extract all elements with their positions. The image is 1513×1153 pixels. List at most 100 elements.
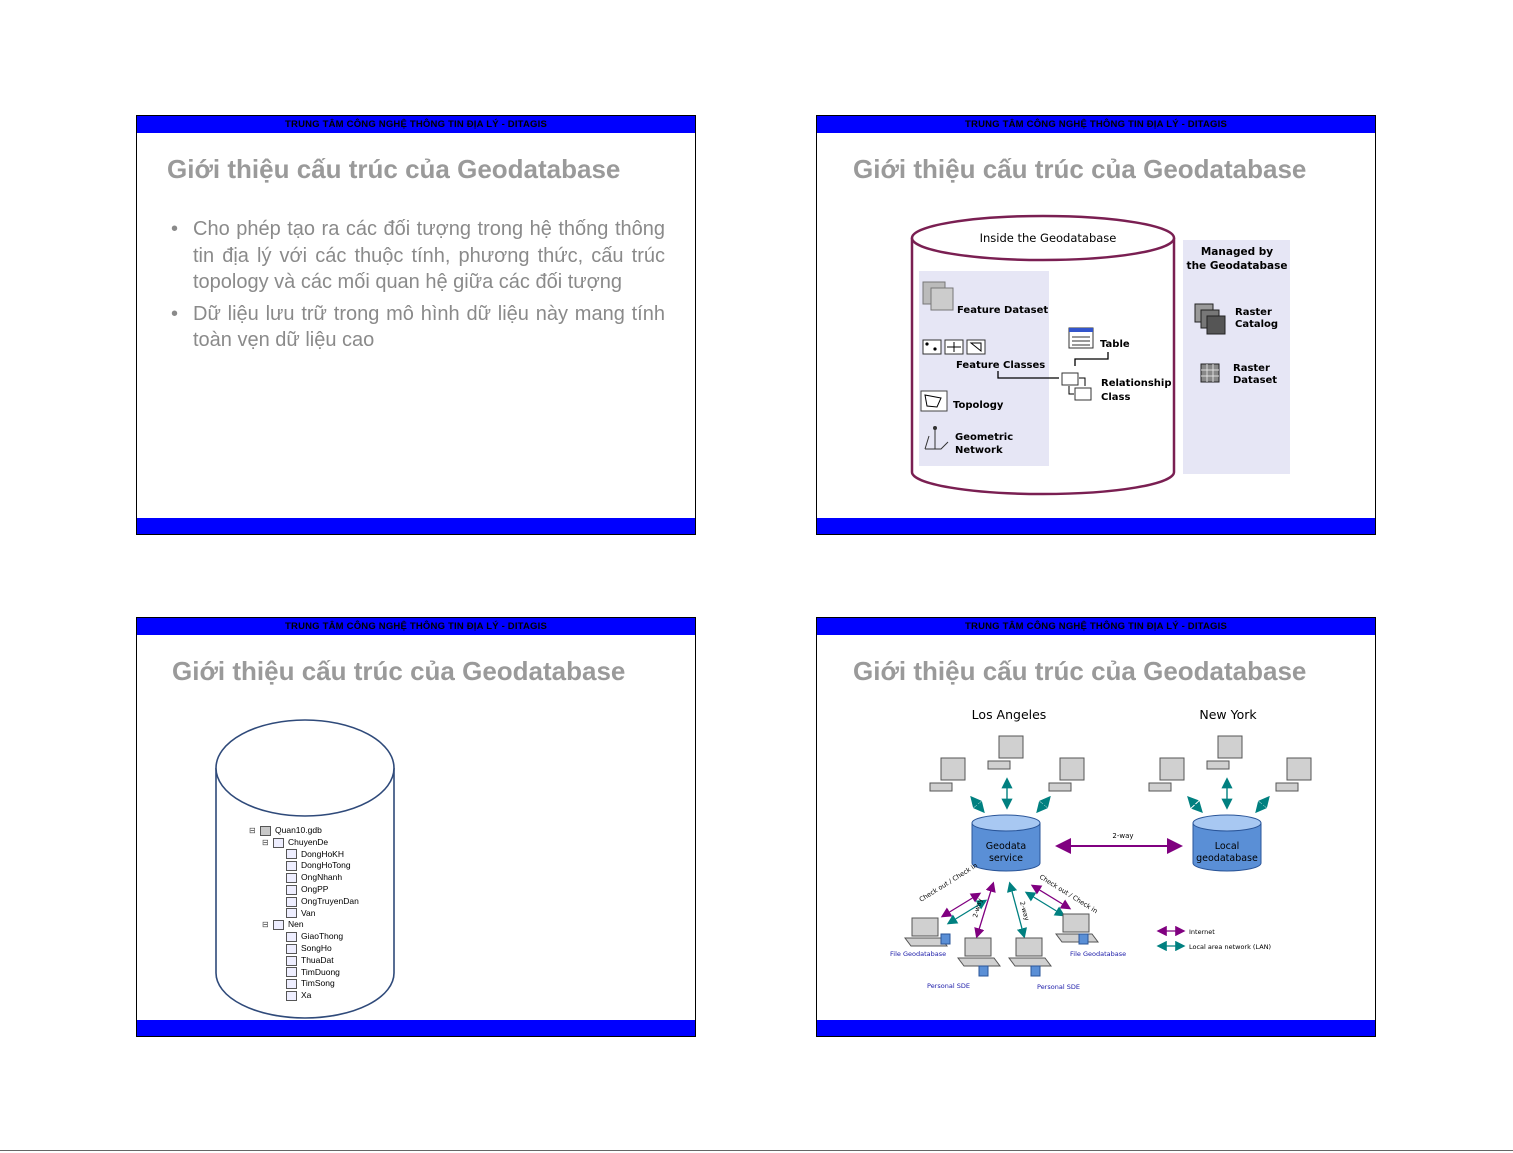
geodatabase-icon bbox=[260, 825, 271, 836]
slide-title: Giới thiệu cấu trúc của Geodatabase bbox=[167, 154, 621, 184]
inside-geodatabase-label: Inside the Geodatabase bbox=[980, 231, 1117, 245]
city-right-label: New York bbox=[1199, 707, 1257, 722]
slide-title: Giới thiệu cấu trúc của Geodatabase bbox=[853, 656, 1307, 686]
feature-class-icon bbox=[286, 896, 297, 907]
slide-1: TRUNG TÂM CÔNG NGHỆ THÔNG TIN ĐỊA LÝ - D… bbox=[136, 115, 696, 535]
bullet-dot-icon: • bbox=[171, 302, 179, 325]
tree-node[interactable]: GiaoThong bbox=[249, 931, 359, 943]
tree-node[interactable]: DongHoTong bbox=[249, 860, 359, 872]
bullet-item: • Cho phép tạo ra các đối tượng trong hệ … bbox=[167, 216, 665, 296]
tree-node-label: Quan10.gdb bbox=[275, 825, 322, 835]
tree-node-label: ChuyenDe bbox=[288, 836, 329, 847]
tree-node-label: SongHo bbox=[301, 942, 332, 953]
feature-class-icon bbox=[286, 884, 297, 895]
tree-node[interactable]: OngPP bbox=[249, 884, 359, 896]
feature-class-icon bbox=[286, 872, 297, 883]
laptop-computer-icon bbox=[904, 913, 1099, 967]
tree-node[interactable]: Van bbox=[249, 908, 359, 920]
page-divider bbox=[0, 1150, 1513, 1151]
slide-4: TRUNG TÂM CÔNG NGHỆ THÔNG TIN ĐỊA LÝ - D… bbox=[816, 617, 1376, 1037]
feature-class-icon bbox=[286, 861, 297, 872]
feature-dataset-label: Feature Dataset bbox=[957, 305, 1048, 316]
tree-node-label: Xa bbox=[301, 990, 312, 1001]
slide-title: Giới thiệu cấu trúc của Geodatabase bbox=[172, 656, 626, 686]
personal-sde-left-label: Personal SDE bbox=[927, 982, 970, 990]
feature-class-icon bbox=[286, 979, 297, 990]
feature-dataset-icon bbox=[273, 837, 284, 848]
local-label-1: Local bbox=[1215, 841, 1240, 852]
slide-2: TRUNG TÂM CÔNG NGHỆ THÔNG TIN ĐỊA LÝ - D… bbox=[816, 115, 1376, 535]
slide-footer bbox=[817, 1020, 1375, 1036]
tree-node[interactable]: OngNhanh bbox=[249, 872, 359, 884]
raster-catalog-label-1: Raster bbox=[1235, 307, 1272, 318]
tree-node[interactable]: ⊟ Nen bbox=[249, 919, 359, 931]
replication-diagram: Los Angeles New York Geodata service bbox=[890, 707, 1312, 991]
tree-node[interactable]: Xa bbox=[249, 990, 359, 1002]
tree-node-label: DongHoKH bbox=[301, 848, 344, 859]
geodata-service-icon bbox=[971, 814, 1041, 872]
personal-sde-right-label: Personal SDE bbox=[1037, 983, 1080, 991]
feature-class-icon bbox=[286, 908, 297, 919]
two-way-label: 2-way bbox=[1112, 832, 1133, 840]
tree-node-label: ThuaDat bbox=[301, 954, 334, 965]
tree-node[interactable]: SongHo bbox=[249, 943, 359, 955]
expand-collapse-icon[interactable]: ⊟ bbox=[262, 837, 269, 847]
tree-node-label: TimSong bbox=[301, 978, 335, 989]
file-gdb-left-label: File Geodatabase bbox=[890, 950, 946, 958]
slide-header: TRUNG TÂM CÔNG NGHỆ THÔNG TIN ĐỊA LÝ - D… bbox=[817, 618, 1375, 635]
tree-node-label: OngNhanh bbox=[301, 872, 343, 883]
feature-class-icon bbox=[286, 849, 297, 860]
raster-catalog-icon bbox=[1194, 303, 1226, 335]
tree-node[interactable]: DongHoKH bbox=[249, 849, 359, 861]
tree-node[interactable]: TimDuong bbox=[249, 967, 359, 979]
raster-dataset-label-1: Raster bbox=[1233, 363, 1270, 374]
feature-class-icon bbox=[286, 990, 297, 1001]
relationship-label-2: Class bbox=[1101, 392, 1130, 403]
geometric-label-2: Network bbox=[955, 445, 1003, 456]
tree-node-label: OngTruyenDan bbox=[301, 895, 359, 906]
relationship-class-icon bbox=[1061, 372, 1092, 401]
checkout-left-label: Check out / Check in bbox=[918, 861, 979, 903]
file-gdb-right-label: File Geodatabase bbox=[1070, 950, 1126, 958]
bullet-text: Cho phép tạo ra các đối tượng trong hệ t… bbox=[193, 218, 665, 293]
database-icon bbox=[940, 933, 1089, 977]
slide-title: Giới thiệu cấu trúc của Geodatabase bbox=[853, 154, 1307, 184]
feature-class-icon bbox=[286, 943, 297, 954]
local-geodatabase-icon bbox=[1192, 814, 1262, 872]
topology-icon bbox=[920, 390, 948, 412]
managed-label-1: Managed by bbox=[1201, 246, 1273, 258]
legend-lan-label: Local area network (LAN) bbox=[1189, 943, 1271, 951]
tree-node[interactable]: ThuaDat bbox=[249, 955, 359, 967]
tree-node-label: GiaoThong bbox=[301, 931, 344, 942]
feature-class-icon bbox=[922, 339, 986, 355]
slide-footer bbox=[817, 518, 1375, 534]
database-cylinder bbox=[215, 719, 395, 1019]
tree-node[interactable]: OngTruyenDan bbox=[249, 896, 359, 908]
legend-internet-label: Internet bbox=[1189, 928, 1215, 936]
bullet-item: •Dữ liệu lưu trữ trong mô hình dữ liệu n… bbox=[167, 301, 665, 354]
geodatabase-diagram: Inside the Geodatabase Feature Dataset F… bbox=[910, 214, 1290, 496]
relationship-label-1: Relationship bbox=[1101, 378, 1172, 389]
feature-class-icon bbox=[286, 967, 297, 978]
managed-label-2: the Geodatabase bbox=[1187, 260, 1288, 272]
tree-node[interactable]: ⊟ ChuyenDe bbox=[249, 837, 359, 849]
city-left-label: Los Angeles bbox=[972, 707, 1047, 722]
geometric-network-icon bbox=[924, 426, 949, 450]
two-way-a-label: 2-way bbox=[971, 897, 984, 918]
slide-header: TRUNG TÂM CÔNG NGHỆ THÔNG TIN ĐỊA LÝ - D… bbox=[137, 116, 695, 133]
tree-node[interactable]: TimSong bbox=[249, 978, 359, 990]
tree-node[interactable]: ⊟ Quan10.gdb bbox=[249, 825, 359, 837]
feature-dataset-icon bbox=[273, 920, 284, 931]
bullet-dot-icon: • bbox=[171, 218, 179, 240]
tree-node-label: Nen bbox=[288, 919, 304, 930]
raster-dataset-label-2: Dataset bbox=[1233, 375, 1277, 386]
geometric-label-1: Geometric bbox=[955, 432, 1013, 443]
two-way-b-label: 2-way bbox=[1018, 900, 1031, 921]
desktop-computer-icon bbox=[929, 735, 1312, 792]
expand-collapse-icon[interactable]: ⊟ bbox=[249, 826, 256, 835]
tree-node-label: OngPP bbox=[301, 883, 329, 894]
geodata-label-1: Geodata bbox=[986, 841, 1026, 852]
expand-collapse-icon[interactable]: ⊟ bbox=[262, 920, 269, 930]
local-label-2: geodatabase bbox=[1196, 853, 1258, 864]
